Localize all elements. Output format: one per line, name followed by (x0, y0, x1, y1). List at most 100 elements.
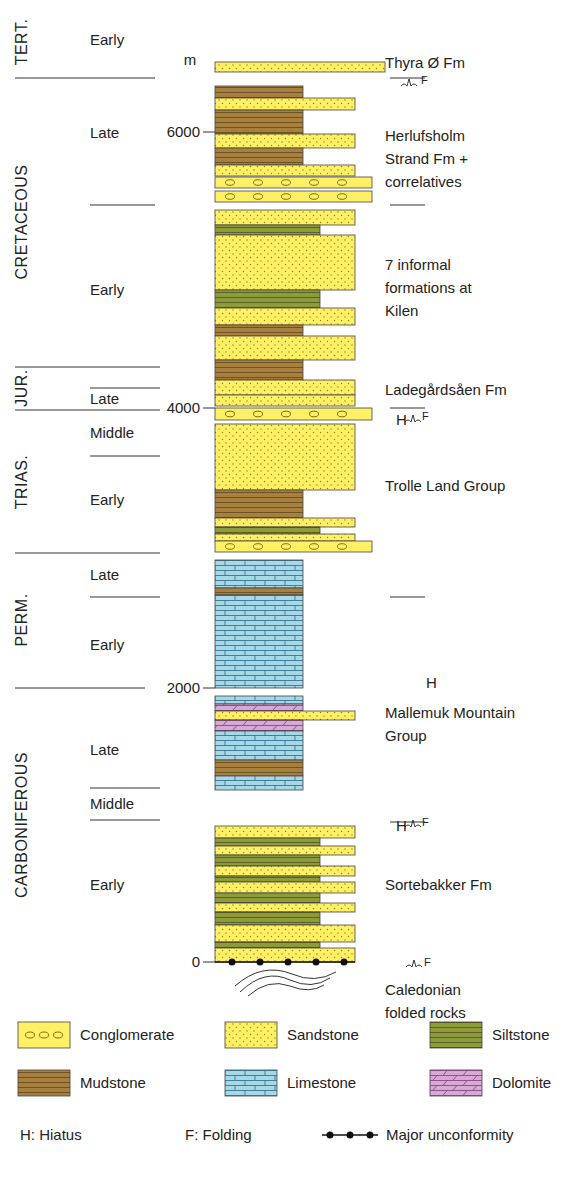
depth-label: 0 (192, 953, 200, 971)
depth-label: 2000 (167, 679, 200, 697)
legend-label: Siltstone (492, 1026, 550, 1044)
legend-swatch-group (430, 1022, 482, 1048)
strat-label: Early (90, 636, 124, 654)
bed (215, 925, 355, 942)
bed (215, 912, 320, 925)
symbols (215, 79, 422, 1139)
strat-label: Early (90, 491, 124, 509)
bed (215, 408, 372, 420)
age-boundaries (15, 78, 425, 962)
bed (215, 177, 372, 188)
legend-label: F: Folding (185, 1126, 252, 1144)
legend-label: Major unconformity (386, 1126, 514, 1144)
legend-label: H: Hiatus (20, 1126, 82, 1144)
strat-label: Middle (90, 795, 134, 813)
bed-layers (215, 62, 385, 962)
symbol-letter: F (421, 74, 428, 86)
unconformity-dot (347, 1132, 354, 1139)
bed (215, 534, 355, 541)
bed (215, 893, 320, 903)
bed (215, 527, 320, 534)
bed (215, 696, 303, 704)
period-label: TRIAS. (13, 455, 31, 510)
unconformity-dot (367, 1132, 374, 1139)
unconformity-dot (285, 959, 292, 966)
strat-label: H (396, 411, 407, 429)
bed (215, 948, 355, 962)
bed (215, 776, 303, 790)
bed (215, 148, 303, 165)
legend-label: Conglomerate (80, 1026, 174, 1044)
bed (215, 225, 320, 235)
legend-swatch (225, 1022, 277, 1048)
bed (215, 595, 303, 688)
bed (215, 838, 320, 846)
bed (215, 424, 355, 490)
bed (215, 855, 320, 866)
unconformity-dot (229, 959, 236, 966)
strat-label: Trolle Land Group (385, 477, 505, 495)
bed (215, 490, 303, 518)
unconformity-dot (327, 1132, 334, 1139)
strat-label: Early (90, 31, 124, 49)
bed (215, 826, 355, 838)
bed (215, 165, 355, 176)
strat-label: H (426, 674, 437, 692)
bed (215, 360, 303, 380)
bed (215, 903, 355, 912)
strat-label: Late (90, 741, 119, 759)
legend-swatch-group (430, 1070, 482, 1096)
unconformity-dot (313, 959, 320, 966)
bed (215, 210, 355, 225)
strat-label: Sortebakker Fm (385, 876, 492, 894)
bed (215, 380, 355, 395)
legend-swatches (18, 1022, 482, 1096)
caledonian-folds (235, 970, 336, 996)
period-label: CARBONIFEROUS (13, 752, 31, 898)
legend-swatch (18, 1070, 70, 1096)
legend-swatch-group (225, 1070, 277, 1096)
folding-symbol (405, 820, 421, 827)
strat-label: Late (90, 124, 119, 142)
period-label: TERT. (13, 19, 31, 66)
legend-swatch (430, 1022, 482, 1048)
strat-label: Late (90, 390, 119, 408)
formation-label: 7 informal formations at Kilen (385, 253, 490, 322)
strat-label: Middle (90, 424, 134, 442)
bed (215, 541, 372, 552)
bed (215, 588, 303, 595)
bed (215, 134, 355, 148)
legend-swatch-group (225, 1022, 277, 1048)
legend-swatch-group (18, 1022, 70, 1048)
bed (215, 308, 355, 325)
bed (215, 325, 303, 336)
depth-label: 6000 (167, 123, 200, 141)
legend-label: Dolomite (492, 1074, 551, 1092)
bed (215, 86, 303, 98)
bed (215, 942, 320, 948)
bed (215, 336, 355, 360)
bed (215, 62, 385, 72)
bed (215, 518, 355, 527)
bed (215, 290, 320, 308)
legend-label: Sandstone (287, 1026, 359, 1044)
period-label: PERM. (13, 593, 31, 646)
bed (215, 866, 355, 876)
legend-swatch (225, 1070, 277, 1096)
strat-label: Early (90, 281, 124, 299)
bed (215, 98, 355, 110)
bed (215, 760, 303, 776)
period-label: CRETACEOUS (13, 165, 31, 280)
depth-label: 4000 (167, 399, 200, 417)
bed (215, 720, 303, 731)
strat-label: H (396, 817, 407, 835)
strat-label: Early (90, 876, 124, 894)
bed (215, 882, 355, 893)
bed (215, 704, 303, 711)
strat-label: Thyra Ø Fm (385, 54, 465, 72)
strat-label: Late (90, 566, 119, 584)
bed (215, 846, 355, 855)
legend-swatch (18, 1022, 70, 1048)
